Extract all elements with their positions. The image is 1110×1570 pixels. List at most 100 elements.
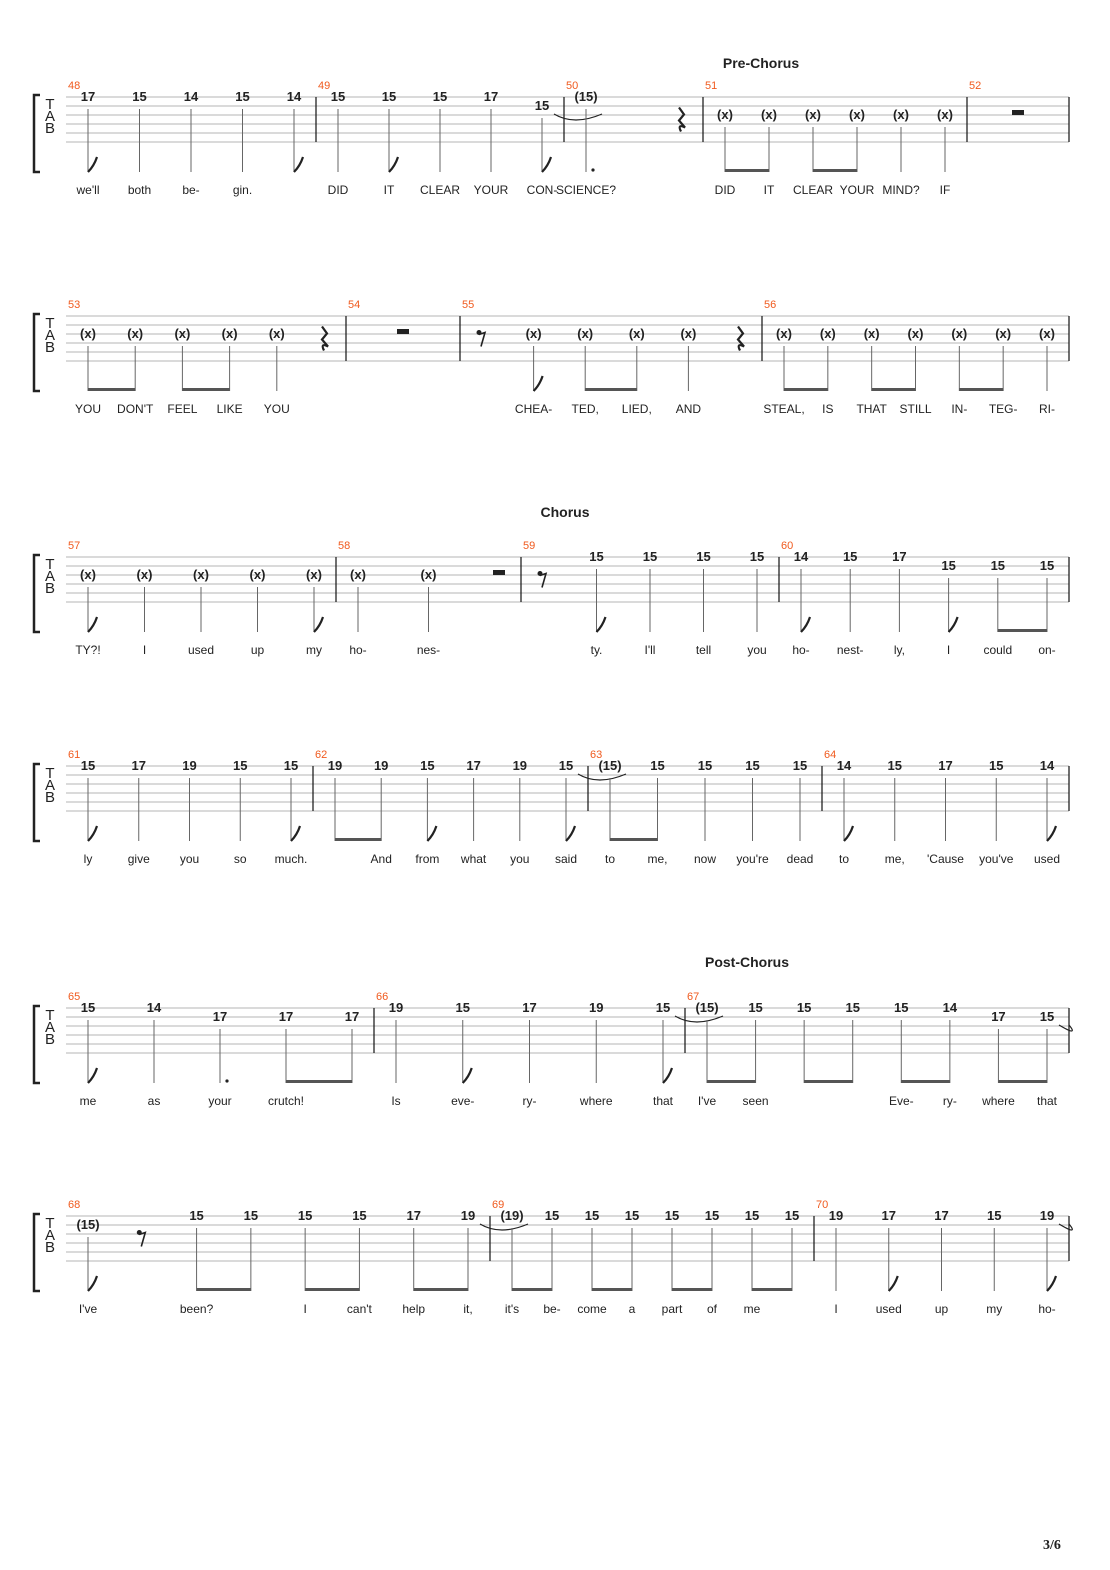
bar-number: 57 bbox=[68, 540, 80, 552]
staff-bracket bbox=[32, 553, 40, 634]
lyric-syllable: DID bbox=[328, 183, 349, 197]
staff-bracket bbox=[32, 762, 40, 843]
lyric-syllable: 'Cause bbox=[927, 852, 964, 866]
eighth-flag bbox=[87, 616, 99, 633]
bar-number: 69 bbox=[492, 1199, 504, 1211]
fret-number: 15 bbox=[382, 89, 396, 104]
lyric-syllable: ho- bbox=[792, 643, 809, 657]
lyric-syllable: YOUR bbox=[840, 183, 875, 197]
eighth-flag bbox=[313, 616, 325, 633]
lyric-syllable: what bbox=[460, 852, 487, 866]
tab-clef-letter: T bbox=[45, 96, 54, 113]
page-number: 3/6 bbox=[1043, 1538, 1061, 1553]
fret-number: 15 bbox=[797, 1000, 811, 1015]
eighth-beam bbox=[335, 838, 382, 841]
lyric-syllable: YOUR bbox=[474, 183, 509, 197]
staff-bracket bbox=[32, 312, 40, 393]
lyric-syllable: TEG- bbox=[989, 402, 1018, 416]
fret-number: 15 bbox=[843, 549, 857, 564]
lyric-syllable: RI- bbox=[1039, 402, 1055, 416]
bar-number: 63 bbox=[590, 749, 602, 761]
lyric-syllable: dead bbox=[787, 852, 814, 866]
fret-number: (x) bbox=[269, 326, 285, 341]
tab-clef-letter: A bbox=[45, 777, 55, 794]
tab-clef-letter: T bbox=[45, 765, 54, 782]
lyric-syllable: you're bbox=[736, 852, 769, 866]
lyric-syllable: I bbox=[947, 643, 950, 657]
tab-clef-letter: T bbox=[45, 556, 54, 573]
fret-number: (15) bbox=[598, 758, 621, 773]
lyric-syllable: could bbox=[983, 643, 1012, 657]
fret-number: (19) bbox=[500, 1208, 523, 1223]
fret-number: (x) bbox=[577, 326, 593, 341]
lyric-syllable: crutch! bbox=[268, 1094, 304, 1108]
bar-number: 48 bbox=[68, 80, 80, 92]
fret-number: 14 bbox=[147, 1000, 162, 1015]
fret-number: 15 bbox=[705, 1208, 719, 1223]
fret-number: 15 bbox=[987, 1208, 1001, 1223]
fret-number: (15) bbox=[574, 89, 597, 104]
staff-bracket bbox=[32, 1212, 40, 1293]
lyric-syllable: on- bbox=[1038, 643, 1055, 657]
tab-clef-letter: T bbox=[45, 315, 54, 332]
eighth-beam bbox=[707, 1080, 756, 1083]
fret-number: 15 bbox=[745, 758, 759, 773]
fret-number: 19 bbox=[513, 758, 527, 773]
eighth-rest bbox=[139, 1231, 147, 1247]
tab-clef-letter: A bbox=[45, 568, 55, 585]
tie-arc bbox=[1058, 1223, 1073, 1231]
eighth-flag bbox=[662, 1067, 674, 1084]
fret-number: 15 bbox=[888, 758, 902, 773]
fret-number: 19 bbox=[1040, 1208, 1054, 1223]
fret-number: 15 bbox=[331, 89, 345, 104]
lyric-syllable: I bbox=[303, 1302, 306, 1316]
tab-clef-letter: B bbox=[45, 120, 55, 137]
half-rest bbox=[397, 329, 409, 334]
fret-number: (x) bbox=[222, 326, 238, 341]
quarter-rest bbox=[677, 106, 686, 132]
half-rest bbox=[493, 570, 505, 575]
fret-number: 17 bbox=[882, 1208, 896, 1223]
lyric-syllable: used bbox=[1034, 852, 1060, 866]
lyric-syllable: from bbox=[415, 852, 439, 866]
fret-number: 15 bbox=[420, 758, 434, 773]
lyric-syllable: eve- bbox=[451, 1094, 474, 1108]
lyric-syllable: I bbox=[834, 1302, 837, 1316]
eighth-flag bbox=[388, 156, 400, 173]
lyric-syllable: that bbox=[1037, 1094, 1058, 1108]
lyric-syllable: CON- bbox=[527, 183, 558, 197]
fret-number: 17 bbox=[466, 758, 480, 773]
lyric-syllable: LIKE bbox=[217, 402, 243, 416]
eighth-flag bbox=[887, 1275, 899, 1292]
fret-number: 15 bbox=[433, 89, 447, 104]
lyric-syllable: said bbox=[555, 852, 577, 866]
fret-number: (x) bbox=[849, 107, 865, 122]
fret-number: 17 bbox=[345, 1009, 359, 1024]
eighth-beam bbox=[998, 1080, 1047, 1083]
lyric-syllable: my bbox=[306, 643, 322, 657]
quarter-rest bbox=[320, 325, 329, 351]
lyric-syllable: so bbox=[234, 852, 247, 866]
fret-number: 14 bbox=[837, 758, 852, 773]
fret-number: 17 bbox=[132, 758, 146, 773]
lyric-syllable: THAT bbox=[856, 402, 887, 416]
tab-clef-letter: T bbox=[45, 1007, 54, 1024]
lyric-syllable: give bbox=[128, 852, 150, 866]
lyric-syllable: ry- bbox=[943, 1094, 957, 1108]
lyric-syllable: nes- bbox=[417, 643, 440, 657]
fret-number: (x) bbox=[717, 107, 733, 122]
lyric-syllable: help bbox=[402, 1302, 425, 1316]
lyric-syllable: TED, bbox=[572, 402, 599, 416]
fret-number: (x) bbox=[776, 326, 792, 341]
fret-number: (x) bbox=[127, 326, 143, 341]
tab-clef-letter: A bbox=[45, 1227, 55, 1244]
lyric-syllable: part bbox=[662, 1302, 683, 1316]
fret-number: 15 bbox=[750, 549, 764, 564]
eighth-flag bbox=[595, 616, 607, 633]
lyric-syllable: used bbox=[876, 1302, 902, 1316]
bar-number: 59 bbox=[523, 540, 535, 552]
lyric-syllable: ly bbox=[84, 852, 93, 866]
eighth-flag bbox=[293, 156, 305, 173]
eighth-flag bbox=[532, 375, 544, 392]
lyric-syllable: to bbox=[605, 852, 615, 866]
